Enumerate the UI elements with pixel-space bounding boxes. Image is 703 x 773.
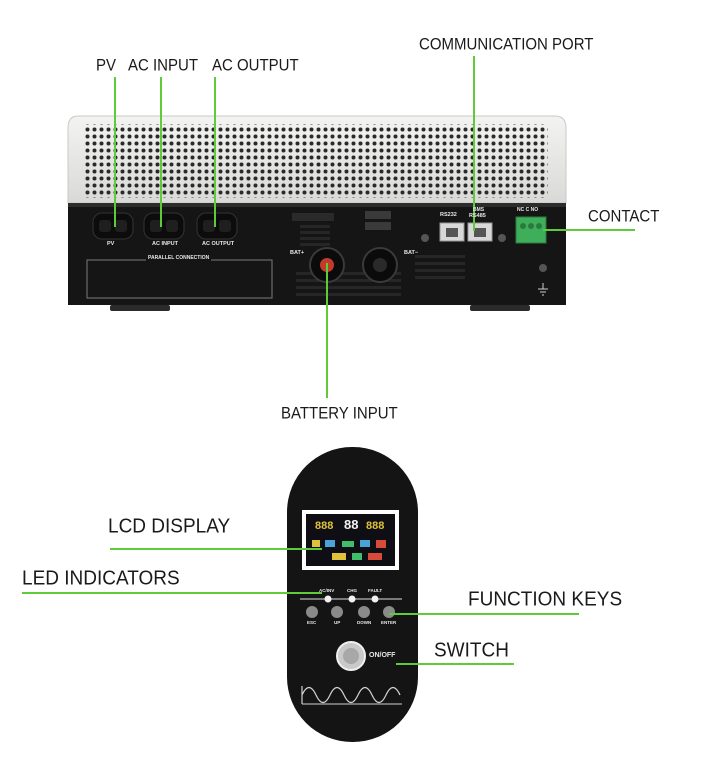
ac-input-port-label: AC INPUT	[152, 241, 178, 247]
vent-grille	[85, 124, 548, 198]
pv-leader	[114, 77, 116, 227]
rs232-port	[439, 222, 465, 242]
led-indicators-leader	[22, 592, 322, 594]
function-keys-callout: FUNCTION KEYS	[468, 588, 623, 611]
led-label-chg: CHG	[347, 588, 357, 593]
ac-input-callout: AC INPUT	[128, 56, 199, 75]
led-label-fault: FAULT	[368, 588, 383, 593]
rs485-label: RS485	[469, 213, 486, 219]
ac-input-leader	[160, 77, 162, 227]
ground-icon	[538, 283, 548, 296]
bms-label: BMS	[473, 207, 485, 213]
enter-key	[383, 606, 395, 618]
rs485-port	[467, 222, 493, 242]
key-label-up: UP	[334, 620, 341, 625]
parallel-connection-label: PARALLEL CONNECTION	[146, 255, 212, 261]
sine-wave-graphic	[301, 686, 401, 704]
pv-callout: PV	[96, 56, 117, 75]
contact-callout: CONTACT	[588, 207, 660, 226]
lcd-display-leader	[110, 548, 322, 550]
contact-leader	[543, 229, 635, 231]
up-key	[331, 606, 343, 618]
lcd-display-callout: LCD DISPLAY	[108, 515, 231, 538]
down-key	[358, 606, 370, 618]
pv-port-label: PV	[107, 241, 115, 247]
battery-input-leader	[326, 263, 328, 398]
rs232-label: RS232	[440, 212, 457, 218]
ac-output-callout: AC OUTPUT	[212, 56, 299, 75]
communication-port-leader	[473, 56, 475, 231]
communication-port-callout: COMMUNICATION PORT	[419, 35, 594, 54]
front-panel	[287, 447, 418, 742]
function-keys-leader	[389, 613, 579, 615]
relay-label: NC C NO	[517, 207, 539, 213]
switch-leader	[396, 663, 514, 665]
led-label-ac-inv: AC/INV	[319, 588, 335, 593]
lcd-center-digits: 88	[344, 517, 359, 532]
esc-key	[306, 606, 318, 618]
pv-connector	[92, 212, 134, 240]
bat-plus-label: BAT+	[290, 250, 305, 256]
battery-input-callout: BATTERY INPUT	[281, 404, 398, 423]
led-indicators-callout: LED INDICATORS	[22, 567, 180, 590]
switch-callout: SWITCH	[434, 639, 509, 662]
lcd-right-digits: 888	[366, 520, 385, 532]
lcd-left-digits: 888	[315, 520, 334, 532]
ac-output-port-label: AC OUTPUT	[202, 241, 235, 247]
led-fault	[371, 595, 379, 603]
key-label-down: DOWN	[357, 620, 372, 625]
ac-input-connector	[143, 212, 185, 240]
ac-output-connector	[196, 212, 238, 240]
dry-contact-terminal	[515, 216, 547, 244]
key-label-esc: ESC	[307, 620, 317, 625]
switch-label: ON/OFF	[369, 652, 396, 659]
led-ac-inv	[324, 595, 332, 603]
key-label-enter: ENTER	[381, 620, 397, 625]
battery-negative-terminal	[362, 247, 398, 283]
led-chg	[348, 595, 356, 603]
bat-minus-label: BAT−	[404, 250, 419, 256]
ac-output-leader	[214, 77, 216, 227]
